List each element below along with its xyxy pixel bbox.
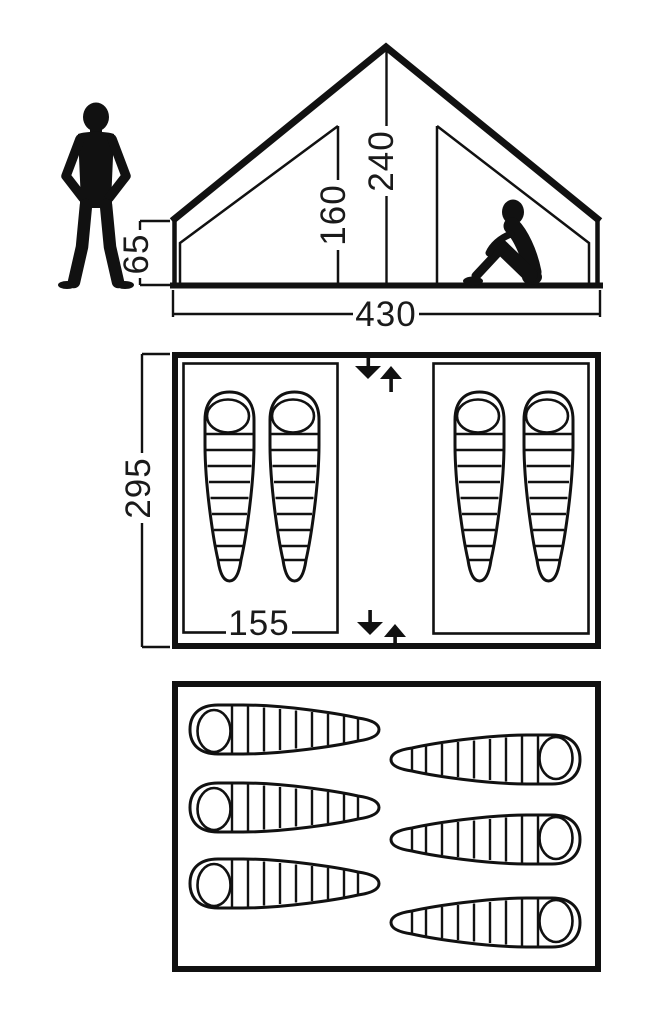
standing-person-icon bbox=[58, 102, 134, 289]
elevation-view: 240 160 65 430 bbox=[58, 42, 603, 334]
sitting-person-icon bbox=[463, 199, 542, 286]
layout-plan-view bbox=[172, 681, 601, 972]
floorplan-outer-wall bbox=[172, 352, 601, 649]
tent-outline bbox=[169, 42, 603, 289]
sleeping-bag bbox=[389, 733, 582, 786]
sleeping-bag bbox=[188, 781, 381, 834]
ridge-height-label: 240 bbox=[362, 130, 401, 191]
floor-plan-view: 295 155 bbox=[119, 352, 601, 649]
sleeping-bag bbox=[203, 390, 256, 583]
sleeping-bag bbox=[268, 390, 321, 583]
sleeping-bag bbox=[522, 390, 575, 583]
right-cabin-line bbox=[435, 125, 591, 285]
depth-label: 295 bbox=[119, 457, 158, 518]
arrow-down-icon bbox=[357, 610, 383, 635]
ridge-label-gap bbox=[368, 126, 396, 196]
entrance-arrows-bottom bbox=[357, 610, 406, 646]
wall-height-label-gap bbox=[125, 230, 155, 278]
cabin-width-label-gap bbox=[226, 607, 292, 637]
cabin-width-label: 155 bbox=[228, 604, 289, 643]
floor-width-label: 430 bbox=[355, 295, 416, 334]
sleeping-bag bbox=[188, 703, 381, 756]
wall-height-label: 65 bbox=[117, 234, 156, 275]
arrow-down-icon bbox=[355, 356, 381, 379]
sleeping-bag bbox=[188, 857, 381, 910]
sleeping-bag bbox=[389, 896, 582, 949]
layout-outer-wall bbox=[172, 681, 601, 972]
arrow-up-icon bbox=[380, 366, 402, 392]
inner-height-label: 160 bbox=[314, 184, 353, 245]
sleeping-bag bbox=[389, 813, 582, 866]
entrance-arrows-top bbox=[355, 356, 402, 392]
depth-label-gap bbox=[126, 453, 156, 523]
sleeping-bag bbox=[453, 390, 506, 583]
inner-height-label-gap bbox=[323, 180, 352, 250]
tent-roof bbox=[169, 42, 603, 224]
right-cabin bbox=[432, 362, 590, 635]
arrow-up-icon bbox=[384, 624, 406, 646]
width-label-gap bbox=[353, 297, 419, 328]
